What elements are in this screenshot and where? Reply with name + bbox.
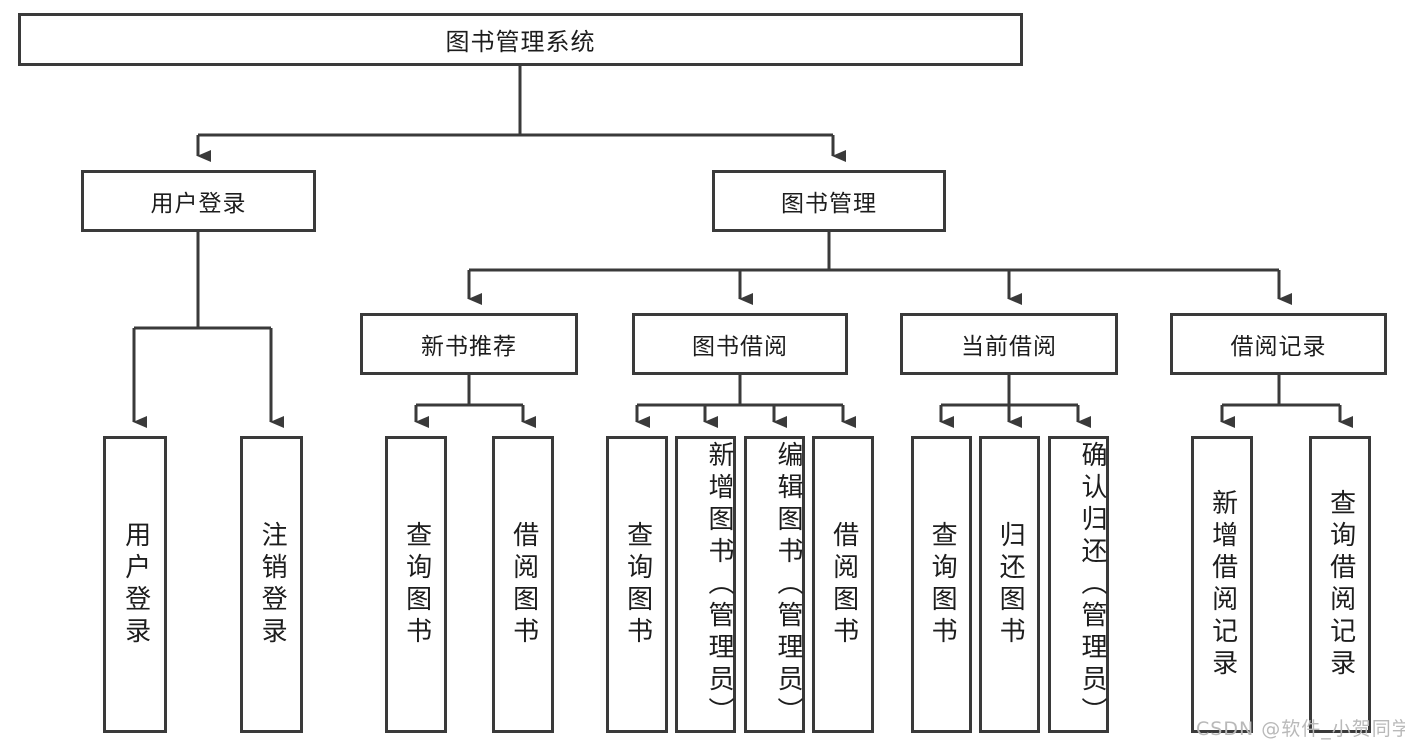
node-leaf-confirm-return-admin[interactable]: 确认归还（管理员） [1048, 436, 1109, 733]
node-leaf-borrow-book-2[interactable]: 借阅图书 [812, 436, 874, 733]
node-label: 图书管理 [781, 191, 877, 217]
node-label: 查询图书 [927, 520, 958, 649]
node-leaf-query-book-3[interactable]: 查询图书 [911, 436, 972, 733]
node-leaf-return-book[interactable]: 归还图书 [979, 436, 1040, 733]
node-root[interactable]: 图书管理系统 [18, 13, 1023, 66]
node-label: 查询借阅记录 [1325, 488, 1356, 681]
node-label: 确认归还（管理员） [1077, 440, 1107, 729]
node-leaf-edit-book-admin[interactable]: 编辑图书（管理员） [744, 436, 805, 733]
node-new-book-recommend[interactable]: 新书推荐 [360, 313, 578, 375]
node-label: 新书推荐 [421, 334, 517, 360]
node-leaf-add-borrow-record[interactable]: 新增借阅记录 [1191, 436, 1253, 733]
node-label: 用户登录 [120, 520, 151, 649]
node-label: 图书管理系统 [445, 28, 596, 56]
node-label: 图书借阅 [692, 334, 788, 360]
node-label: 当前借阅 [961, 334, 1057, 360]
node-leaf-query-book-2[interactable]: 查询图书 [606, 436, 668, 733]
watermark: CSDN @软件_小贺同学 [1196, 718, 1405, 740]
node-label: 借阅图书 [508, 520, 539, 649]
node-label: 借阅记录 [1230, 334, 1327, 360]
node-leaf-borrow-book-1[interactable]: 借阅图书 [492, 436, 554, 733]
node-leaf-query-borrow-record[interactable]: 查询借阅记录 [1309, 436, 1371, 733]
node-label: 新增借阅记录 [1207, 488, 1238, 681]
node-label: 编辑图书（管理员） [773, 440, 803, 729]
node-label: 查询图书 [622, 520, 653, 649]
node-borrow-record[interactable]: 借阅记录 [1170, 313, 1387, 375]
node-label: 用户登录 [150, 191, 247, 217]
node-book-management[interactable]: 图书管理 [712, 170, 946, 232]
node-leaf-user-logout[interactable]: 注销登录 [240, 436, 303, 733]
node-leaf-query-book-1[interactable]: 查询图书 [385, 436, 447, 733]
node-leaf-user-login[interactable]: 用户登录 [103, 436, 167, 733]
node-label: 注销登录 [257, 520, 288, 649]
node-label: 查询图书 [401, 520, 432, 649]
node-label: 借阅图书 [828, 520, 859, 649]
node-label: 归还图书 [995, 520, 1026, 649]
node-current-borrow[interactable]: 当前借阅 [900, 313, 1118, 375]
node-book-borrow[interactable]: 图书借阅 [632, 313, 848, 375]
node-user-login[interactable]: 用户登录 [81, 170, 316, 232]
node-leaf-add-book-admin[interactable]: 新增图书（管理员） [675, 436, 736, 733]
node-label: 新增图书（管理员） [704, 440, 734, 729]
